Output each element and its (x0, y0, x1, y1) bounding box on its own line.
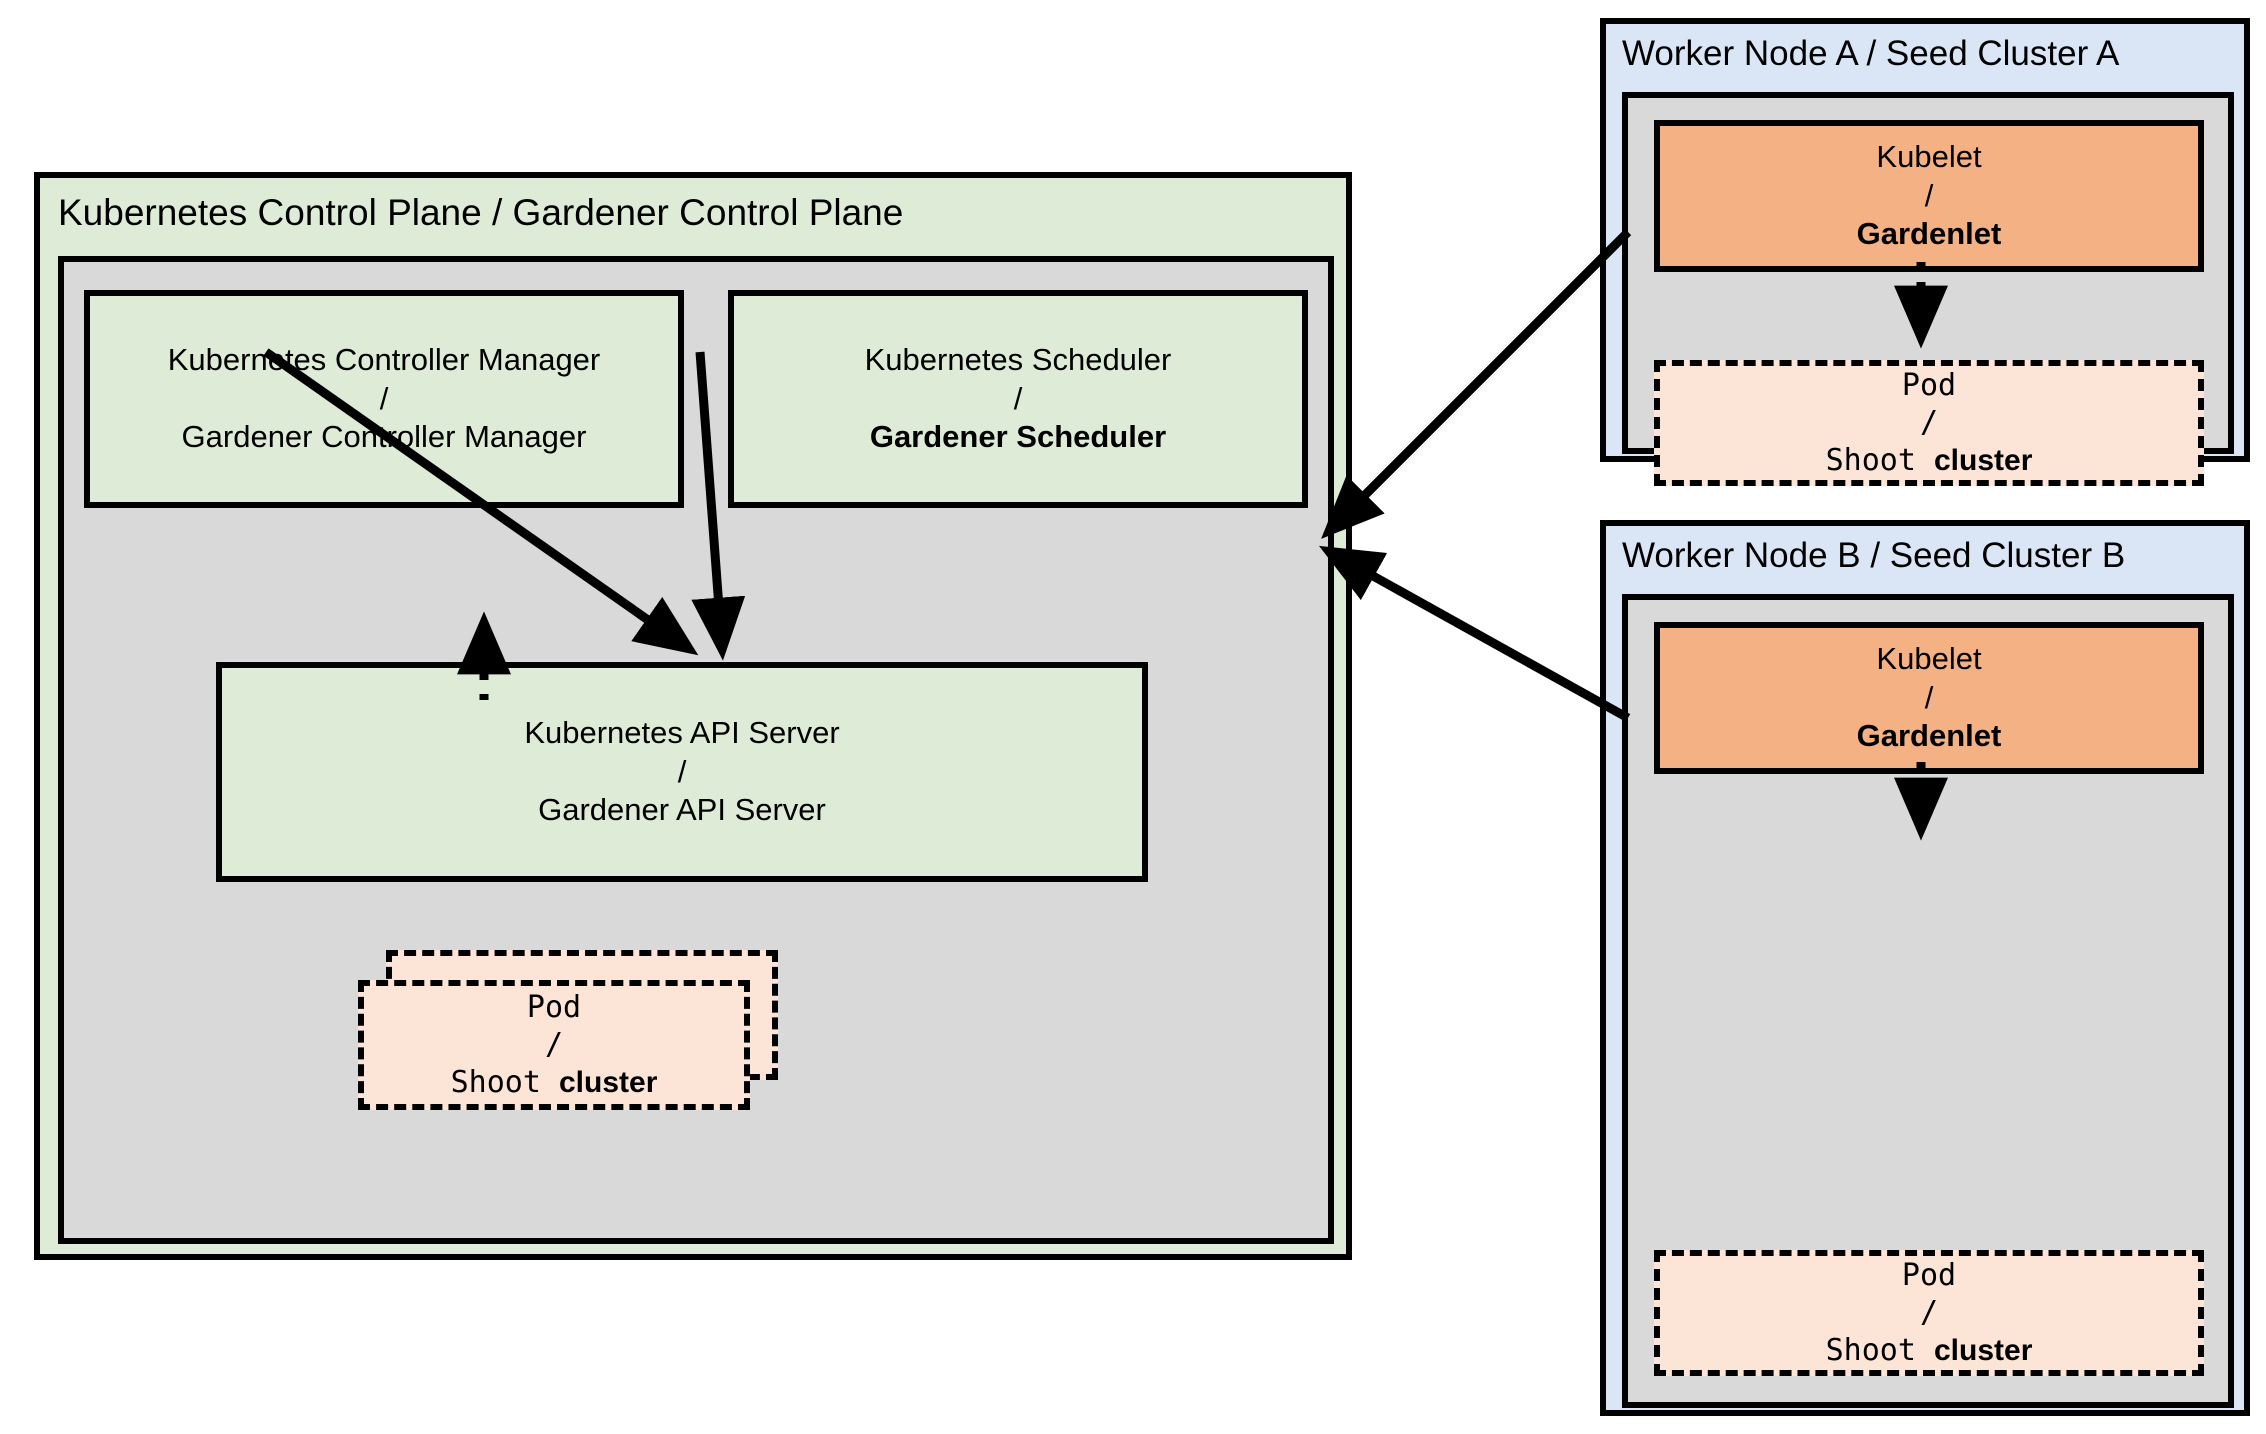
pod-a-shoot-text: Shoot (1825, 442, 1934, 478)
pod-b-shoot-text: Shoot (1825, 1332, 1934, 1368)
pod-b-cluster-text: cluster (1933, 1333, 2033, 1367)
worker-node-b-title: Worker Node B / Seed Cluster B (1622, 536, 2126, 575)
control-plane-inner-panel: Kubernetes Controller Manager / Gardener… (58, 256, 1334, 1244)
cp-pod-separator: / (544, 1027, 564, 1063)
gardenlet-b-line-1: Kubelet (1876, 640, 1982, 676)
pod-a-separator: / (1919, 405, 1939, 441)
worker-a-pod-box[interactable]: Pod / Shoot cluster (1654, 360, 2204, 486)
control-plane-title: Kubernetes Control Plane / Gardener Cont… (58, 192, 904, 233)
controller-manager-line-2: Gardener Controller Manager (181, 419, 587, 455)
controller-manager-line-1: Kubernetes Controller Manager (167, 341, 601, 377)
kubernetes-api-server-box[interactable]: Kubernetes API Server / Gardener API Ser… (216, 662, 1148, 882)
control-plane-pod-front-card[interactable]: Pod / Shoot cluster (358, 980, 750, 1110)
pod-b-line-2: Shoot cluster (1826, 1332, 2033, 1370)
worker-node-a-container: Worker Node A / Seed Cluster A Kubelet /… (1600, 18, 2250, 486)
cp-pod-shoot-text: Shoot (450, 1064, 559, 1100)
arrow-gardenlet-a-to-api-server (1321, 228, 1632, 539)
pod-a-line-2: Shoot cluster (1826, 442, 2033, 480)
worker-node-a-title: Worker Node A / Seed Cluster A (1622, 34, 2120, 73)
kubernetes-scheduler-box[interactable]: Kubernetes Scheduler / Gardener Schedule… (728, 290, 1308, 508)
gardenlet-a-separator: / (1924, 177, 1934, 213)
cp-pod-line-1: Pod (526, 989, 582, 1025)
api-server-line-1: Kubernetes API Server (524, 714, 840, 750)
scheduler-line-2: Gardener Scheduler (869, 419, 1167, 455)
api-server-separator: / (677, 753, 687, 789)
worker-b-pod-box[interactable]: Pod / Shoot cluster (1654, 1250, 2204, 1376)
pod-a-line-1: Pod (1901, 367, 1957, 403)
pod-b-separator: / (1919, 1295, 1939, 1331)
scheduler-line-1: Kubernetes Scheduler (864, 341, 1172, 377)
gardenlet-b-box[interactable]: Kubelet / Gardenlet (1654, 622, 2204, 774)
cp-pod-cluster-text: cluster (558, 1065, 658, 1099)
scheduler-separator: / (1013, 380, 1023, 416)
gardenlet-a-line-1: Kubelet (1876, 138, 1982, 174)
worker-node-b-inner-panel: Kubelet / Gardenlet Pod / Shoot cluster (1622, 594, 2234, 1408)
worker-node-b-container: Worker Node B / Seed Cluster B Kubelet /… (1600, 520, 2250, 1416)
cp-pod-line-2: Shoot cluster (451, 1064, 658, 1102)
control-plane-pod-stack[interactable]: Pod / Shoot cluster (358, 950, 778, 1110)
gardenlet-a-line-2: Gardenlet (1856, 216, 2002, 252)
api-server-line-2: Gardener API Server (538, 792, 826, 828)
arrow-gardenlet-b-to-api-server (1318, 545, 1631, 722)
pod-a-cluster-text: cluster (1933, 443, 2033, 477)
kubernetes-controller-manager-box[interactable]: Kubernetes Controller Manager / Gardener… (84, 290, 684, 508)
control-plane-container: Kubernetes Control Plane / Gardener Cont… (34, 172, 1352, 1260)
gardenlet-b-line-2: Gardenlet (1856, 718, 2002, 754)
controller-manager-separator: / (379, 380, 389, 416)
gardenlet-a-box[interactable]: Kubelet / Gardenlet (1654, 120, 2204, 272)
pod-b-line-1: Pod (1901, 1257, 1957, 1293)
worker-node-a-inner-panel: Kubelet / Gardenlet Pod / Shoot cluster (1622, 92, 2234, 486)
gardenlet-b-separator: / (1924, 679, 1934, 715)
